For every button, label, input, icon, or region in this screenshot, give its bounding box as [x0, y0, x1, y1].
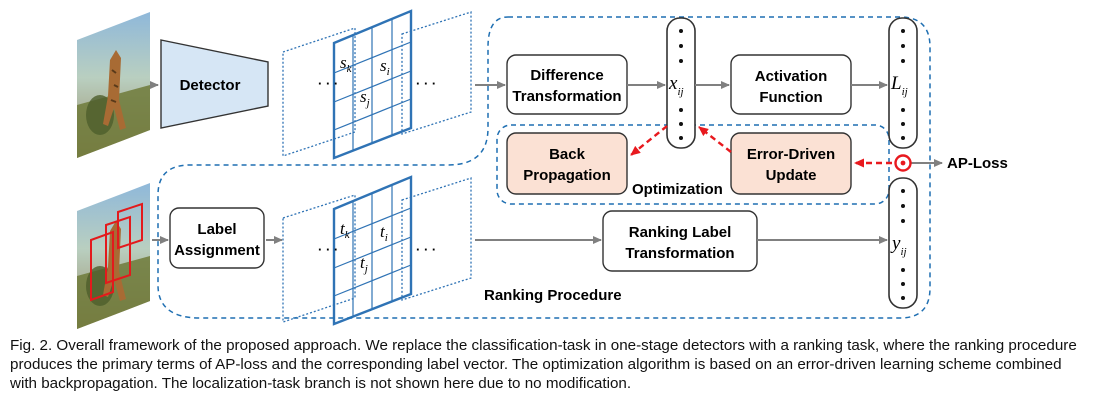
detector-label: Detector [180, 77, 241, 94]
activation-function-box: Activation Function [730, 54, 852, 115]
input-photo-top [77, 12, 150, 158]
detector-block: Detector [160, 39, 269, 129]
svg-text:Activation: Activation [755, 68, 828, 85]
score-ellipsis-left: · · · [318, 76, 338, 91]
svg-text:Transformation: Transformation [512, 88, 621, 105]
framework-diagram: Detector sk si sj · · · · · · [77, 9, 1008, 329]
x-ij-vector: xij [666, 17, 696, 149]
error-driven-update-box: Error-Driven Update [730, 132, 852, 195]
ranking-label-transformation-box: Ranking Label Transformation [602, 210, 758, 272]
svg-text:Transformation: Transformation [625, 245, 734, 262]
score-ellipsis-right: · · · [416, 76, 436, 91]
svg-text:Assignment: Assignment [174, 242, 260, 259]
figure-caption: Fig. 2. Overall framework of the propose… [10, 337, 1077, 392]
svg-text:Update: Update [766, 167, 817, 184]
difference-transformation-box: Difference Transformation [506, 54, 628, 115]
svg-text:Function: Function [759, 89, 822, 106]
score-sj: sj [360, 87, 370, 109]
svg-text:Label: Label [197, 221, 236, 238]
back-propagation-box: Back Propagation [506, 132, 628, 195]
ap-loss-label: AP-Loss [947, 155, 1008, 172]
score-grid: sk si sj · · · · · · [282, 9, 472, 160]
label-tk: tk [340, 219, 351, 241]
label-ellipsis-left: · · · [318, 242, 338, 257]
svg-text:xij: xij [668, 73, 684, 98]
svg-text:yij: yij [890, 233, 907, 258]
label-tj: tj [360, 253, 368, 275]
input-photo-bottom [77, 183, 150, 329]
L-ij-vector: Lij [888, 17, 918, 149]
svg-text:Lij: Lij [890, 73, 908, 98]
svg-text:Ranking Label: Ranking Label [629, 224, 732, 241]
label-ti: ti [380, 222, 388, 244]
svg-text:Propagation: Propagation [523, 167, 611, 184]
ap-loss-node: AP-Loss [894, 154, 1008, 172]
svg-text:Error-Driven: Error-Driven [747, 146, 835, 163]
label-grid: tk ti tj · · · · · · [282, 175, 472, 326]
svg-text:Difference: Difference [530, 67, 603, 84]
optimization-label: Optimization [632, 181, 723, 198]
ranking-procedure-label: Ranking Procedure [484, 287, 622, 304]
label-assignment-box: Label Assignment [169, 207, 265, 269]
label-ellipsis-right: · · · [416, 242, 436, 257]
y-ij-vector: yij [888, 177, 918, 309]
score-sk: sk [340, 53, 353, 75]
error-arrows [630, 125, 892, 168]
score-si: si [380, 56, 390, 78]
gt-box-group [90, 202, 143, 302]
svg-text:Back: Back [549, 146, 586, 163]
flow-arrows [150, 81, 943, 244]
